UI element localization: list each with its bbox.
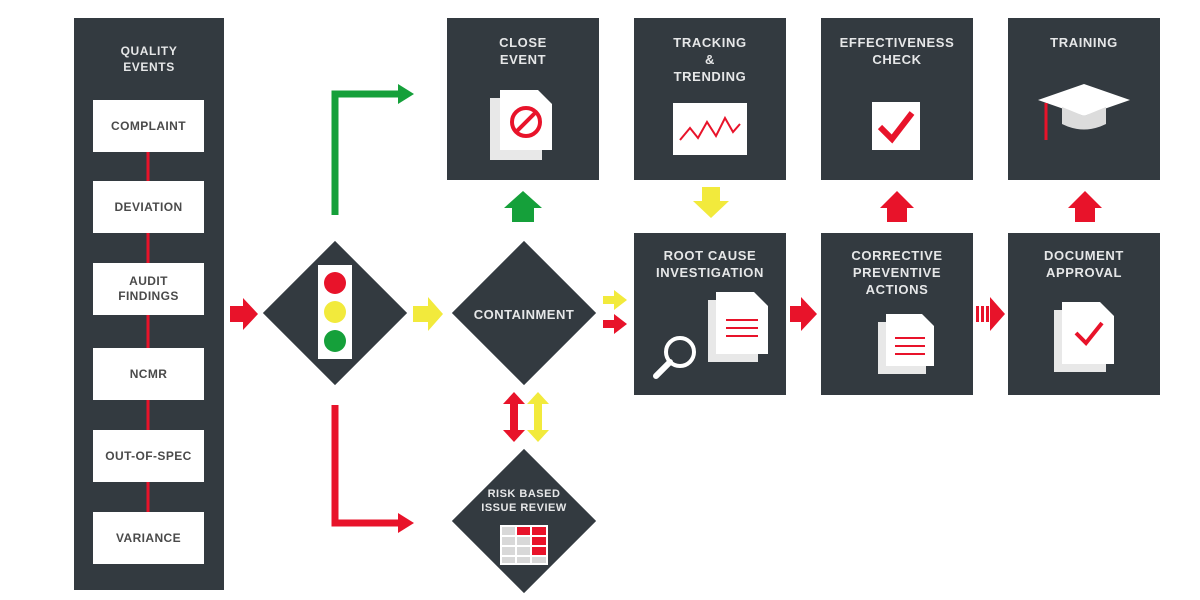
arrow-tracking-to-rootcause bbox=[693, 187, 729, 218]
approved-document-icon bbox=[1054, 302, 1114, 372]
arrow-containment-to-close bbox=[504, 191, 542, 222]
rootcause-document-icon bbox=[708, 292, 768, 362]
capa-title: CORRECTIVE PREVENTIVE ACTIONS bbox=[851, 248, 943, 297]
root-cause-title: ROOT CAUSE INVESTIGATION bbox=[656, 248, 764, 280]
event-variance: VARIANCE bbox=[93, 512, 204, 564]
containment-label: CONTAINMENT bbox=[473, 307, 575, 322]
green-path-line bbox=[331, 90, 400, 215]
trend-chart-icon bbox=[673, 103, 747, 155]
training-title: TRAINING bbox=[1050, 35, 1118, 50]
checkmark-icon bbox=[872, 102, 920, 150]
graduation-cap-icon bbox=[1038, 84, 1130, 140]
document-approval-title: DOCUMENT APPROVAL bbox=[1044, 248, 1124, 280]
arrow-light-to-containment bbox=[413, 297, 443, 331]
arrow-events-to-light bbox=[230, 298, 258, 330]
double-arrow-red bbox=[503, 392, 525, 442]
double-arrow-yellow bbox=[527, 392, 549, 442]
red-path-arrowhead bbox=[398, 513, 414, 533]
event-out-of-spec: OUT-OF-SPEC bbox=[93, 430, 204, 482]
risk-grid-icon bbox=[500, 525, 548, 565]
event-ncmr: NCMR bbox=[93, 348, 204, 400]
risk-review-label: RISK BASED ISSUE REVIEW bbox=[481, 488, 567, 514]
effectiveness-check-title: EFFECTIVENESS CHECK bbox=[839, 35, 955, 67]
arrow-approval-to-training bbox=[1068, 191, 1102, 222]
tracking-trending-title: TRACKING & TRENDING bbox=[673, 35, 747, 84]
event-complaint: COMPLAINT bbox=[93, 100, 204, 152]
arrow-capa-to-approval bbox=[976, 297, 1005, 331]
traffic-light-icon bbox=[318, 265, 352, 359]
tracking-trending-panel: TRACKING & TRENDING bbox=[634, 18, 786, 180]
event-deviation: DEVIATION bbox=[93, 181, 204, 233]
magnifier-icon bbox=[653, 336, 696, 379]
arrow-containment-to-rootcause-red bbox=[603, 314, 627, 334]
close-document-icon bbox=[490, 90, 552, 160]
green-path-arrowhead bbox=[398, 84, 414, 104]
effectiveness-check-panel: EFFECTIVENESS CHECK bbox=[821, 18, 973, 180]
capa-document-icon bbox=[878, 314, 934, 374]
red-path-line bbox=[331, 405, 400, 527]
arrow-containment-to-rootcause-yellow bbox=[603, 290, 627, 310]
arrow-capa-to-effectiveness bbox=[880, 191, 914, 222]
close-event-title: CLOSE EVENT bbox=[499, 35, 547, 67]
quality-events-title: QUALITY EVENTS bbox=[120, 44, 178, 74]
arrow-rootcause-to-capa bbox=[790, 297, 817, 331]
event-audit-findings: AUDIT FINDINGS bbox=[93, 263, 204, 315]
